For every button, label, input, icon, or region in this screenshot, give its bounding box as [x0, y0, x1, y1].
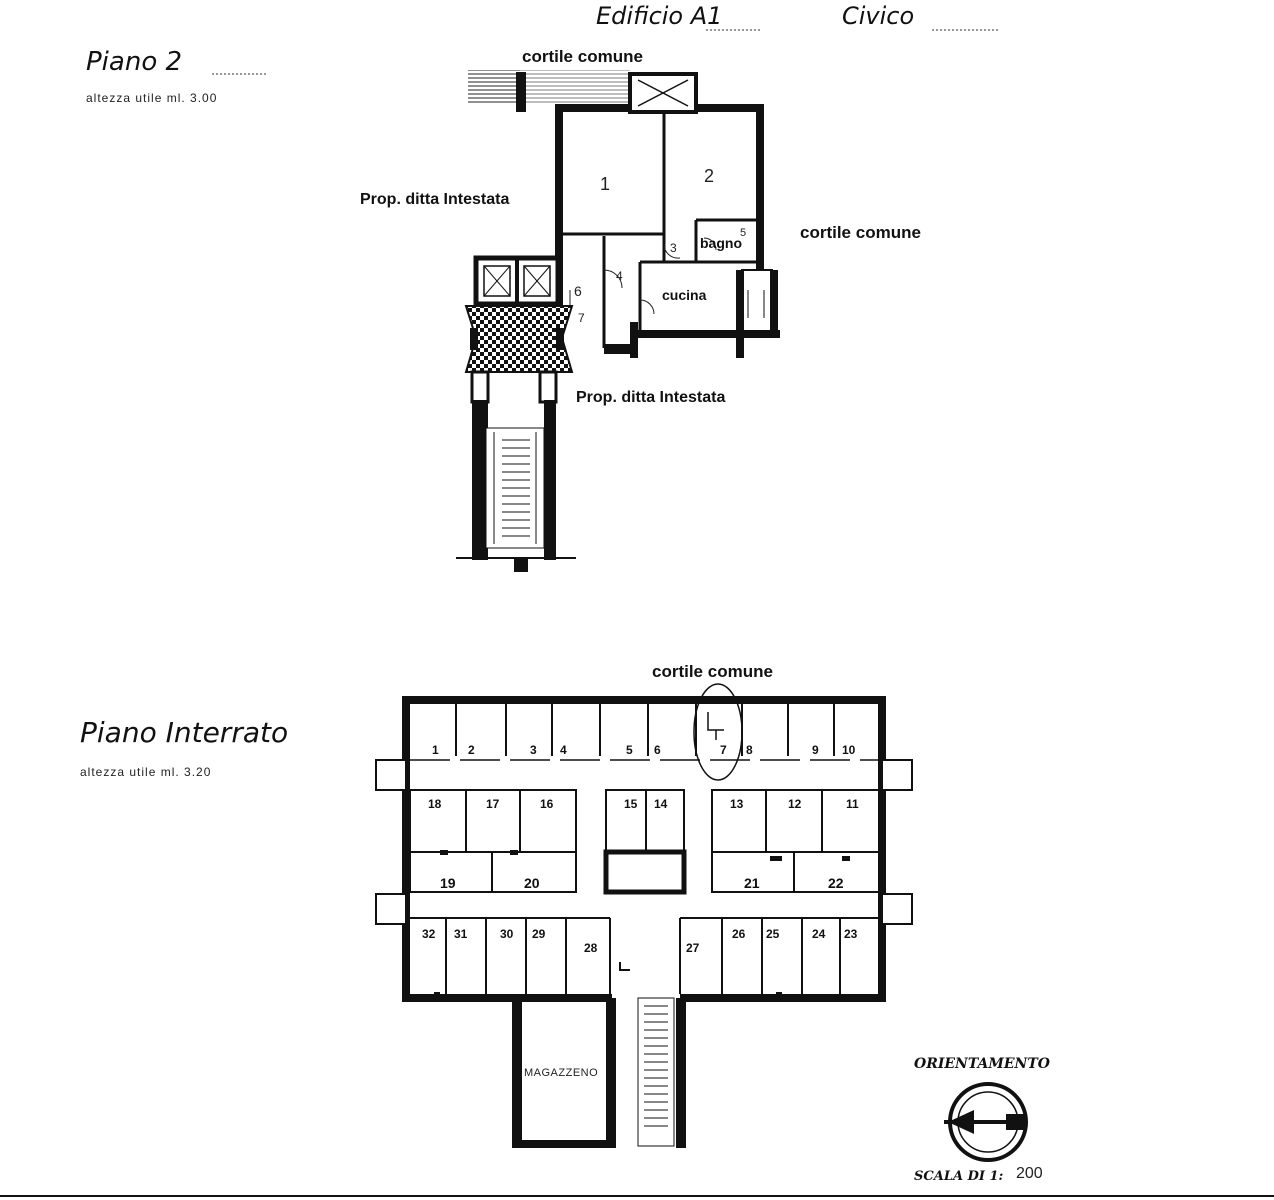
kitchen-balcony [741, 269, 773, 333]
room-mark-6: 6 [574, 283, 582, 299]
floor2-courtyard-top: cortile comune [522, 47, 643, 66]
cellar-4: 4 [560, 743, 567, 757]
cellar-19: 19 [440, 875, 456, 891]
floor2-courtyard-right: cortile comune [800, 223, 921, 242]
cellar-9: 9 [812, 743, 819, 757]
central-block [603, 849, 687, 895]
civic-label: Civico [842, 2, 914, 30]
side-wells [375, 759, 913, 925]
cellar-29: 29 [532, 927, 546, 941]
cellar-15: 15 [624, 797, 638, 811]
cellar-25: 25 [766, 927, 780, 941]
scale-value: 200 [1016, 1165, 1043, 1182]
cellar-27: 27 [686, 941, 700, 955]
cellar-7: 7 [720, 743, 727, 757]
cellar-22: 22 [828, 875, 844, 891]
room-mark-4: 4 [616, 269, 623, 283]
floor2-neighbor-left: Prop. ditta Intestata [360, 191, 509, 208]
cellar-11: 11 [846, 797, 859, 811]
cellar-21: 21 [744, 875, 760, 891]
floor2-height-note: altezza utile ml. 3.00 [86, 91, 217, 105]
building-label: Edificio A1 [596, 2, 722, 30]
cellar-8: 8 [746, 743, 753, 757]
basement-height-note: altezza utile ml. 3.20 [80, 765, 211, 779]
cellar-26: 26 [732, 927, 746, 941]
cellar-13: 13 [730, 797, 744, 811]
room-mark-2: 2 [704, 166, 714, 186]
stair-core [456, 370, 576, 572]
basement-courtyard: cortile comune [652, 662, 773, 681]
legend: ORIENTAMENTO SCALA DI 1: 200 [914, 1056, 1051, 1184]
cellar-28: 28 [584, 941, 598, 955]
cellar-31: 31 [454, 927, 468, 941]
basement-title: Piano Interrato [80, 716, 288, 749]
basement-outer-walls [402, 696, 886, 1002]
cellar-7-door-mark [707, 712, 724, 740]
floor2-title: Piano 2 [86, 47, 182, 77]
north-arrow-icon [944, 1082, 1028, 1162]
room-mark-1: 1 [600, 174, 610, 194]
storage-room: MAGAZZENO [512, 998, 616, 1148]
scale-label: SCALA DI 1: [914, 1169, 1004, 1184]
courtyard-top-hatch [468, 70, 520, 104]
cellar-23: 23 [844, 927, 858, 941]
cellar-2: 2 [468, 743, 475, 757]
cellar-32: 32 [422, 927, 436, 941]
basement-stair [619, 962, 686, 1148]
room-mark-5: 5 [740, 227, 746, 239]
cellar-24: 24 [812, 927, 826, 941]
interior-partitions [563, 112, 756, 348]
cellar-6: 6 [654, 743, 661, 757]
cellar-5: 5 [626, 743, 633, 757]
cellar-20: 20 [524, 875, 540, 891]
room-bathroom: bagno [700, 235, 742, 251]
courtyard-top-hatch-2 [520, 70, 630, 104]
cellar-numbers: 1 2 3 4 5 6 7 8 9 10 11 12 13 14 15 16 1… [422, 743, 859, 955]
cellar-10: 10 [842, 743, 856, 757]
room-mark-3: 3 [670, 241, 677, 255]
floor2-neighbor-bottom: Prop. ditta Intestata [576, 389, 725, 406]
cellar-7-highlight [693, 683, 743, 781]
cellar-14: 14 [654, 797, 668, 811]
cellar-12: 12 [788, 797, 802, 811]
orientation-label: ORIENTAMENTO [914, 1056, 1051, 1072]
apartment-walls [516, 72, 780, 358]
cellar-17: 17 [486, 797, 500, 811]
cellar-partitions [409, 704, 881, 994]
basement-plan: Piano Interrato altezza utile ml. 3.20 c… [80, 662, 913, 1148]
cellar-30: 30 [500, 927, 514, 941]
door-marks [434, 850, 850, 996]
header: Edificio A1 Civico [596, 2, 1000, 31]
cellar-1: 1 [432, 743, 439, 757]
storage-label: MAGAZZENO [524, 1067, 598, 1079]
room-mark-7: 7 [578, 311, 585, 325]
floor2-plan: Piano 2 altezza utile ml. 3.00 cortile c… [86, 47, 921, 572]
cellar-3: 3 [530, 743, 537, 757]
room-kitchen: cucina [662, 287, 707, 303]
elevator-shafts [473, 255, 561, 307]
cellar-16: 16 [540, 797, 554, 811]
cellar-18: 18 [428, 797, 442, 811]
